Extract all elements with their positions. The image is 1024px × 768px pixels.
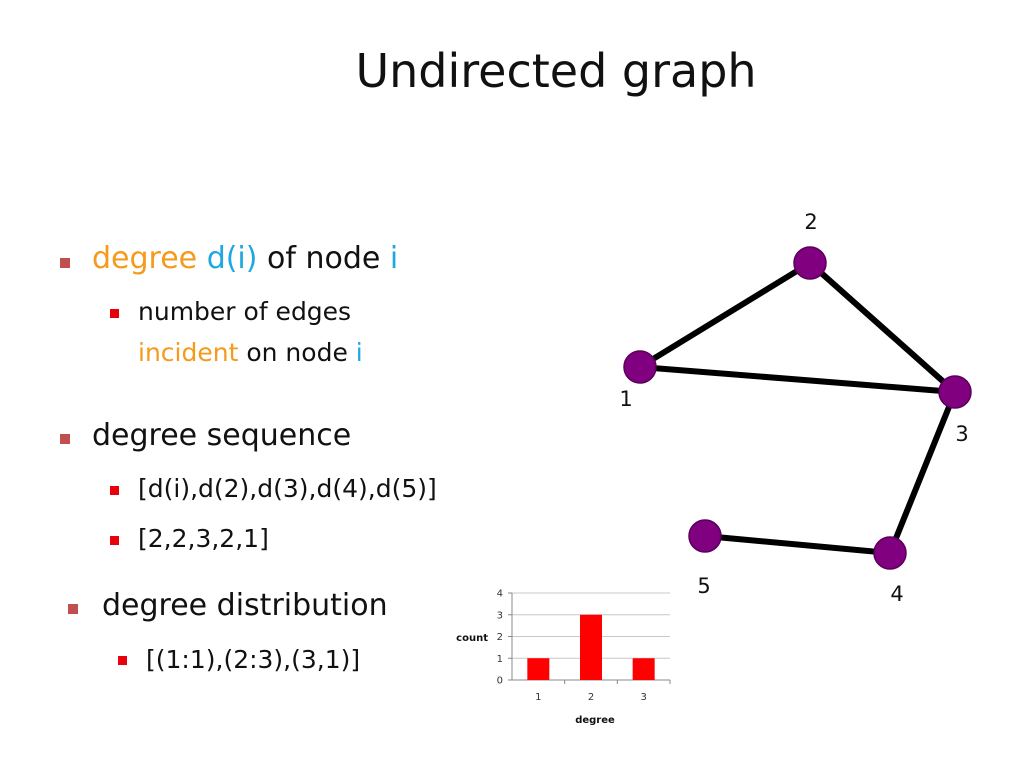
chart-y-tick-label: 0 — [497, 676, 503, 687]
chart-bar-1 — [527, 658, 550, 680]
chart-x-tick-label: 3 — [640, 692, 646, 703]
graph-node-label-3: 3 — [955, 422, 968, 446]
bullet-marker — [110, 536, 119, 545]
sub-sequence-values: [2,2,3,2,1] — [138, 524, 269, 553]
graph-edge-3-4 — [887, 390, 958, 555]
graph-node-label-4: 4 — [890, 582, 903, 606]
chart-y-tick-label: 2 — [497, 632, 503, 643]
chart-y-tick-label: 1 — [497, 654, 503, 665]
chart-x-axis-label: degree — [575, 715, 615, 726]
term-incident: incident — [138, 338, 239, 367]
bullet-degree: degree d(i) of node i — [92, 241, 398, 276]
term-i: i — [389, 241, 399, 276]
graph-edge-4-5 — [704, 533, 891, 556]
graph-node-5 — [688, 519, 722, 553]
graph-node-label-1: 1 — [619, 387, 632, 411]
graph-edge-1-2 — [638, 260, 812, 370]
bullet-degree-sequence: degree sequence — [92, 418, 352, 453]
slide-title: Undirected graph — [355, 44, 757, 98]
bullet-marker — [110, 486, 119, 495]
bullet-marker — [110, 309, 119, 318]
graph-node-1 — [623, 350, 657, 384]
chart-x-tick-label: 2 — [588, 692, 594, 703]
chart-x-tick-label: 1 — [535, 692, 541, 703]
bullet-marker — [68, 604, 78, 614]
bullet-degree-distribution: degree distribution — [102, 588, 388, 623]
sub-sequence-symbolic: [d(i),d(2),d(3),d(4),d(5)] — [138, 474, 437, 503]
graph-node-4 — [873, 536, 907, 570]
term-i-sub: i — [355, 338, 363, 367]
graph-edge-2-3 — [808, 260, 957, 395]
graph-node-label-5: 5 — [697, 574, 710, 598]
chart-y-tick-label: 3 — [497, 610, 503, 621]
text-of-node: of node — [267, 241, 381, 276]
bullet-marker — [60, 434, 70, 444]
chart-bar-2 — [580, 614, 602, 680]
graph-node-3 — [938, 375, 972, 409]
sub-distribution-values: [(1:1),(2:3),(3,1)] — [146, 645, 361, 674]
sub-number-of-edges: number of edges — [138, 297, 352, 326]
bullet-marker — [60, 258, 70, 268]
term-degree: degree — [92, 241, 198, 276]
graph-edge-1-3 — [639, 364, 956, 395]
term-d-i: d(i) — [206, 241, 258, 276]
text-on-node: on node — [246, 338, 348, 367]
bullet-marker — [118, 656, 127, 665]
graph-node-2 — [793, 246, 827, 280]
sub-incident: incident on node i — [138, 338, 363, 367]
graph-node-label-2: 2 — [804, 210, 817, 234]
chart-bar-3 — [632, 658, 655, 680]
chart-y-axis-label: count — [456, 633, 488, 644]
chart-y-tick-label: 4 — [497, 589, 503, 600]
